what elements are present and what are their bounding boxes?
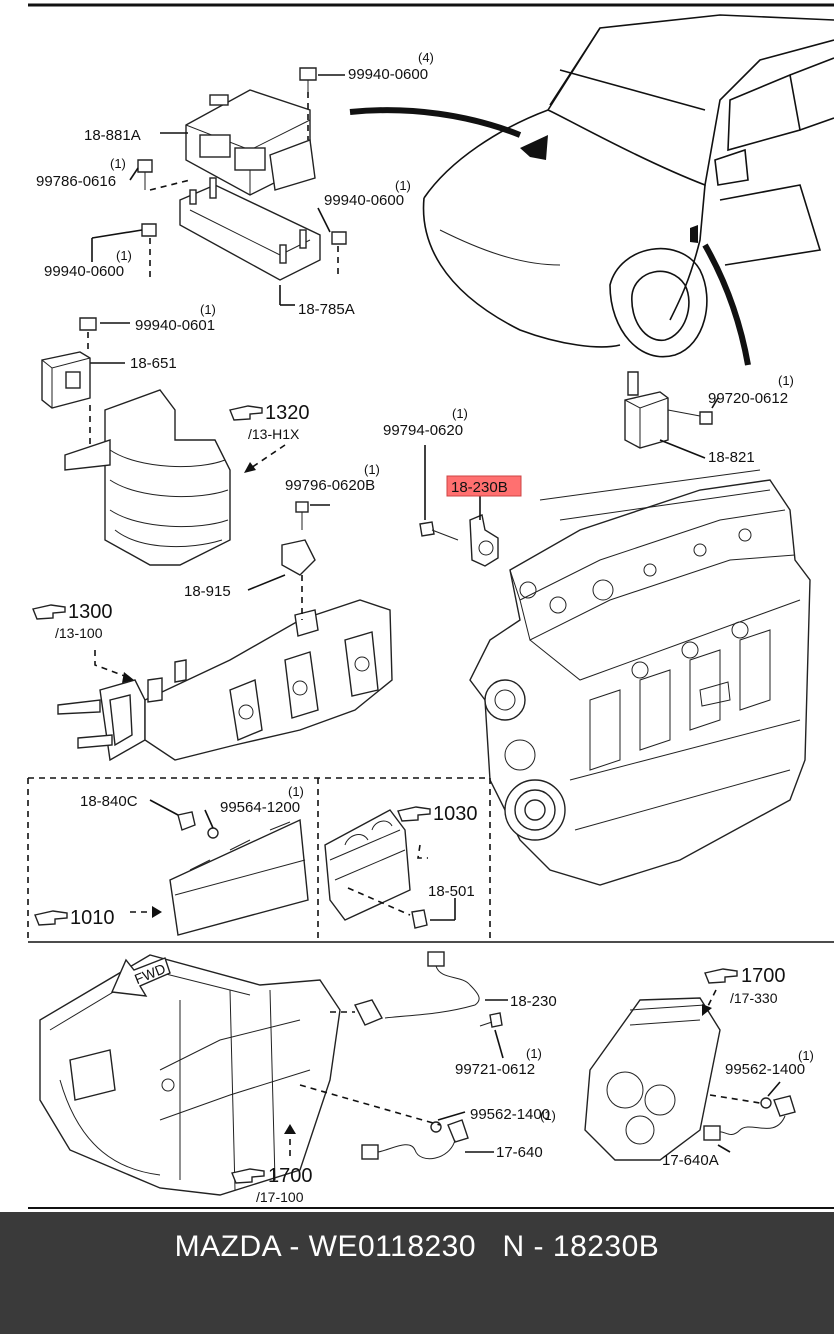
manifold-illustration bbox=[57, 599, 393, 762]
callout-99796-0620b: (1) 99796-0620B bbox=[285, 462, 380, 494]
ref-group-1030: 1030 bbox=[397, 803, 478, 825]
part-number: 99720-0612 bbox=[708, 390, 788, 407]
part-number: 99796-0620B bbox=[285, 477, 375, 494]
cylinder-block-illustration bbox=[324, 809, 456, 929]
qty-label: (1) bbox=[110, 156, 126, 171]
sub-assembly-panels bbox=[27, 777, 834, 943]
qty-label: (4) bbox=[418, 50, 434, 65]
ref-sub: /17-100 bbox=[256, 1189, 304, 1205]
highlight-box bbox=[446, 475, 522, 497]
qty-label: (1) bbox=[116, 248, 132, 263]
vehicle-illustration bbox=[422, 14, 834, 358]
ref-number: 1320 bbox=[265, 402, 310, 424]
callout-17-640: 17-640 bbox=[496, 1144, 543, 1161]
ref-sub: /17-330 bbox=[730, 990, 778, 1006]
callout-18-881a: 18-881A bbox=[84, 127, 141, 144]
relay-18-651 bbox=[41, 351, 91, 409]
qty-label: (1) bbox=[288, 784, 304, 799]
cylinder-head-illustration bbox=[149, 799, 309, 936]
qty-label: (1) bbox=[452, 406, 468, 421]
callout-99562-1400-right: (1) 99562-1400 bbox=[725, 1048, 814, 1078]
callout-99794-0620: (1) 99794-0620 bbox=[383, 406, 468, 439]
ref-number: 1030 bbox=[433, 803, 478, 825]
heat-shield-illustration bbox=[64, 389, 231, 566]
callout-99940-0600-top: (4) 99940-0600 bbox=[348, 50, 434, 83]
callout-99564-1200: (1) 99564-1200 bbox=[220, 784, 304, 816]
callout-18-230b-highlighted: 18-230B bbox=[446, 475, 522, 497]
qty-label: (1) bbox=[364, 462, 380, 477]
qty-label: (1) bbox=[540, 1108, 556, 1123]
part-number: 99721-0612 bbox=[455, 1061, 535, 1078]
location-arrow-upper bbox=[349, 107, 522, 138]
qty-label: (1) bbox=[395, 178, 411, 193]
part-number: 99786-0616 bbox=[36, 173, 116, 190]
pointing-hand-icon bbox=[32, 604, 66, 620]
callout-99940-0600-left: (1) 99940-0600 bbox=[44, 248, 132, 280]
callout-17-640a: 17-640A bbox=[662, 1152, 719, 1169]
callout-99721-0612: (1) 99721-0612 bbox=[455, 1046, 542, 1078]
pointing-hand-icon bbox=[231, 1168, 265, 1184]
ref-number: 1700 bbox=[741, 965, 786, 987]
part-number: 99940-0601 bbox=[135, 317, 215, 334]
qty-label: (1) bbox=[778, 373, 794, 388]
callout-18-840c: 18-840C bbox=[80, 793, 138, 810]
ref-number: 1300 bbox=[68, 601, 113, 623]
callout-18-501: 18-501 bbox=[428, 883, 475, 900]
speed-sensor-18-230 bbox=[330, 951, 508, 1059]
part-number: 99564-1200 bbox=[220, 799, 300, 816]
callout-99562-1400-left: (1) 99562-1400 bbox=[470, 1106, 556, 1123]
callout-18-230: 18-230 bbox=[510, 993, 557, 1010]
bracket-18-785a bbox=[179, 177, 321, 281]
camshaft-sensor-18-230b bbox=[419, 445, 499, 567]
ref-group-1010: 1010 bbox=[34, 907, 115, 929]
sensor-18-915 bbox=[247, 501, 330, 620]
pointing-hand-icon bbox=[34, 910, 68, 926]
transmission-illustration bbox=[39, 954, 341, 1196]
callout-18-821: 18-821 bbox=[708, 449, 755, 466]
location-arrow-lower bbox=[702, 243, 751, 366]
ref-sub: /13-H1X bbox=[248, 426, 300, 442]
callout-99786-0616: (1) 99786-0616 bbox=[36, 156, 126, 190]
pointing-hand-icon bbox=[397, 806, 431, 822]
part-number: 99940-0600 bbox=[348, 66, 428, 83]
pointing-hand-icon bbox=[229, 405, 263, 421]
footer-caption: MAZDA - WE0118230 N - 18230B bbox=[174, 1230, 660, 1263]
part-number: 99562-1400 bbox=[725, 1061, 805, 1078]
ref-sub: /13-100 bbox=[55, 625, 103, 641]
parts-diagram: FWD (4) 99940-060 bbox=[27, 3, 834, 1209]
callout-99720-0612: (1) 99720-0612 bbox=[708, 373, 794, 407]
callout-99940-0600-right: (1) 99940-0600 bbox=[324, 178, 411, 209]
callout-18-785a: 18-785A bbox=[298, 301, 355, 318]
footer-bar: MAZDA - WE0118230 N - 18230B bbox=[0, 1212, 834, 1334]
part-number: 99562-1400 bbox=[470, 1106, 550, 1123]
pointing-hand-icon bbox=[704, 968, 738, 984]
ref-group-1700-right: 1700 /17-330 bbox=[704, 965, 786, 1006]
callout-18-651: 18-651 bbox=[130, 355, 177, 372]
part-number: 99794-0620 bbox=[383, 422, 463, 439]
callout-99940-0601: (1) 99940-0601 bbox=[135, 302, 216, 334]
part-number: 99940-0600 bbox=[324, 192, 404, 209]
callout-18-915: 18-915 bbox=[184, 583, 231, 600]
qty-label: (1) bbox=[798, 1048, 814, 1063]
leader-lines-upper bbox=[87, 74, 345, 364]
qty-label: (1) bbox=[526, 1046, 542, 1061]
engine-illustration bbox=[469, 469, 811, 886]
ref-group-1300: 1300 /13-100 bbox=[32, 601, 113, 641]
switch-17-640 bbox=[299, 1084, 494, 1160]
bolt-icons-upper bbox=[79, 67, 347, 331]
qty-label: (1) bbox=[200, 302, 216, 317]
relay-18-821 bbox=[624, 371, 719, 459]
ref-group-1320: 1320 /13-H1X bbox=[229, 402, 310, 442]
part-number: 99940-0600 bbox=[44, 263, 124, 280]
ref-number: 1700 bbox=[268, 1165, 313, 1187]
ref-number: 1010 bbox=[70, 907, 115, 929]
control-module-unit bbox=[185, 89, 316, 196]
transfer-case-illustration bbox=[584, 997, 796, 1161]
part-number: 18-230B bbox=[451, 479, 508, 496]
ref-group-1700-bottom: 1700 /17-100 bbox=[231, 1165, 313, 1205]
